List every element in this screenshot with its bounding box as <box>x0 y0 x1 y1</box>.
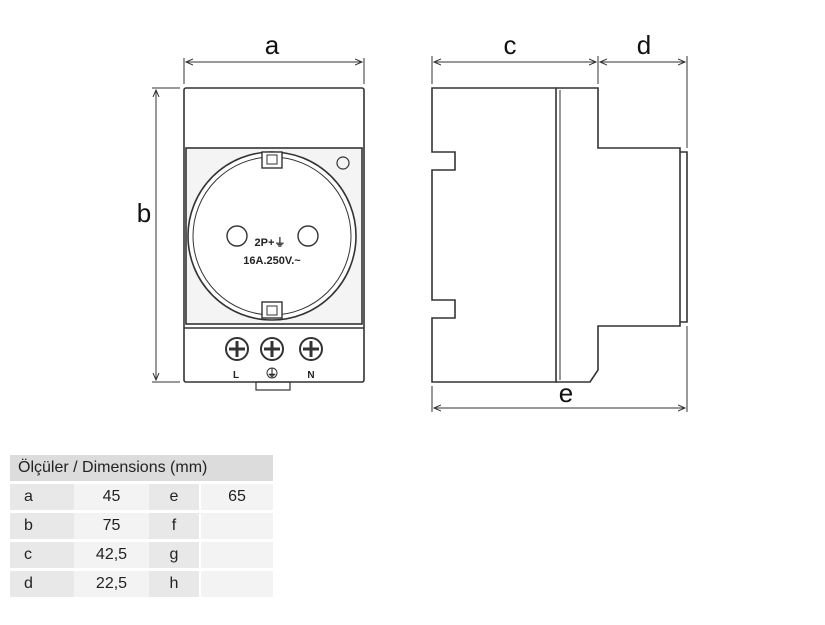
dim-value <box>201 542 273 568</box>
dim-value: 22,5 <box>74 571 149 597</box>
dim-value: 42,5 <box>74 542 149 568</box>
terminal-label-l: L <box>233 370 239 381</box>
dim-key: a <box>10 484 74 510</box>
dim-key: c <box>10 542 74 568</box>
dimension-label-a: a <box>265 30 280 60</box>
dimensions-table: Ölçüler / Dimensions (mm) a 45 e 65 b 75… <box>10 452 273 600</box>
terminal-screw-n <box>299 337 323 361</box>
pin-hole-right <box>297 225 319 247</box>
terminal-label-n: N <box>307 370 314 381</box>
technical-drawing: 2P+⏚ 16A.250V.~ L ⏚ N a b c d e <box>137 30 688 412</box>
table-row: c 42,5 g <box>10 542 273 568</box>
dim-key: g <box>149 542 199 568</box>
dim-key: d <box>10 571 74 597</box>
dim-value <box>201 571 273 597</box>
side-view <box>431 87 688 383</box>
table-header-row: Ölçüler / Dimensions (mm) <box>10 455 273 481</box>
dim-key: b <box>10 513 74 539</box>
terminal-screw-l <box>225 337 249 361</box>
socket-outer-ring <box>187 151 357 321</box>
dim-key: h <box>149 571 199 597</box>
side-dimension-lines <box>431 56 688 412</box>
dimension-label-c: c <box>504 30 517 60</box>
socket-rating-line1: 2P+⏚ <box>255 236 286 249</box>
pin-hole-left <box>226 225 248 247</box>
socket-rating-line2: 16A.250V.~ <box>243 255 301 267</box>
dim-key: e <box>149 484 199 510</box>
side-housing-body <box>431 87 557 383</box>
dimension-label-e: e <box>559 378 573 408</box>
table-row: a 45 e 65 <box>10 484 273 510</box>
front-view <box>183 87 365 391</box>
dimension-label-d: d <box>637 30 651 60</box>
indicator-light <box>336 156 350 170</box>
dim-value <box>201 513 273 539</box>
dimension-label-b: b <box>137 198 151 228</box>
dim-value: 75 <box>74 513 149 539</box>
terminal-screw-earth <box>260 337 284 361</box>
table-header: Ölçüler / Dimensions (mm) <box>10 455 273 481</box>
table-row: b 75 f <box>10 513 273 539</box>
dim-key: f <box>149 513 199 539</box>
terminal-label-earth: ⏚ <box>267 368 277 380</box>
table-row: d 22,5 h <box>10 571 273 597</box>
front-dimension-lines <box>152 58 365 383</box>
dim-value: 65 <box>201 484 273 510</box>
dim-value: 45 <box>74 484 149 510</box>
side-housing-front <box>556 87 681 383</box>
